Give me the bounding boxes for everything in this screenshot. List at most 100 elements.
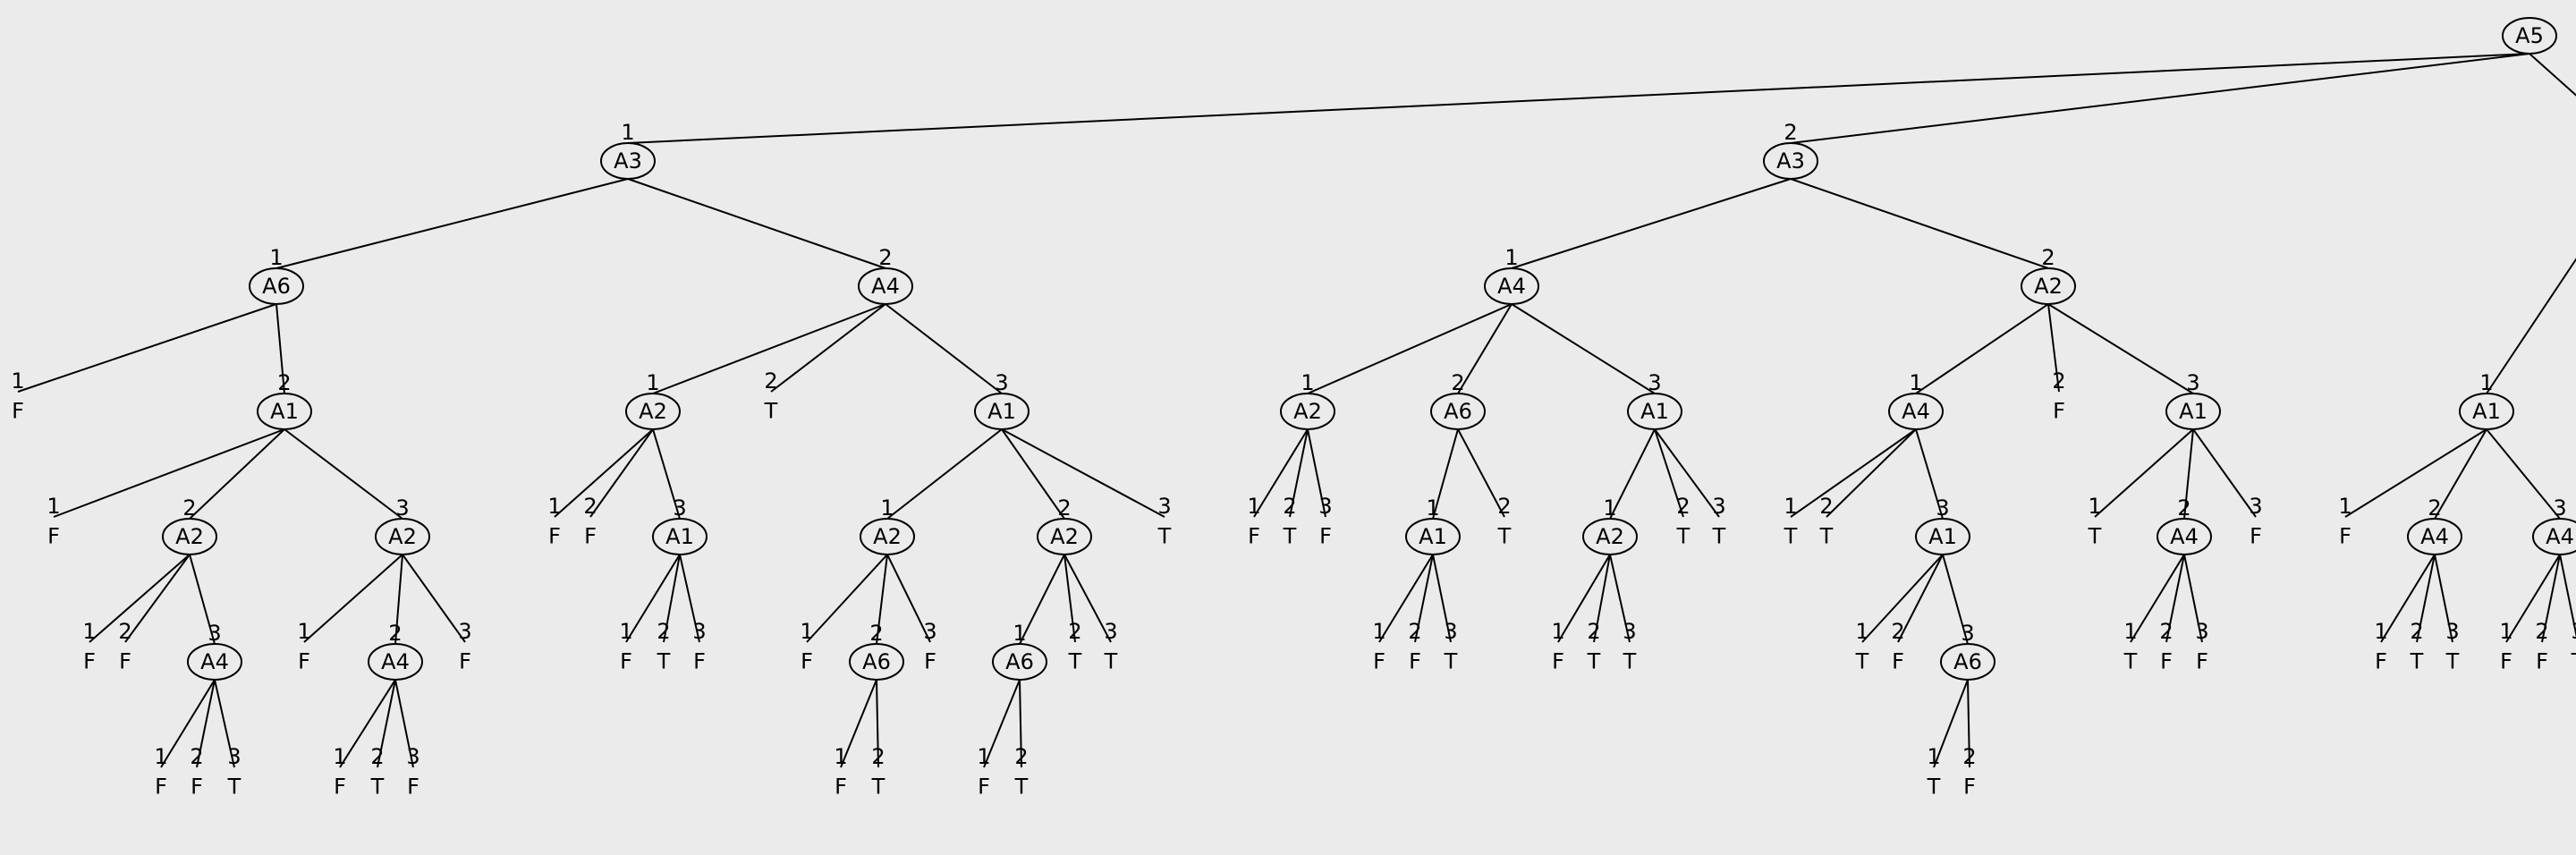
- tree-branch: [394, 679, 414, 768]
- tree-branch: [1289, 428, 1309, 518]
- leaf-label: F: [1963, 775, 1976, 800]
- branch-value-label: 2: [370, 744, 384, 769]
- leaf-label: T: [2123, 649, 2138, 674]
- leaf-label: F: [1892, 649, 1904, 674]
- leaf-label: T: [1927, 775, 1941, 800]
- leaf-label: F: [298, 649, 310, 674]
- attribute-node-label: A5: [2515, 23, 2544, 48]
- leaf-label: F: [2053, 399, 2065, 424]
- attribute-node-label: A1: [270, 399, 299, 424]
- leaf-label: F: [155, 775, 167, 800]
- attribute-node: [860, 518, 915, 555]
- attribute-node: [625, 393, 681, 430]
- tree-branch: [1511, 303, 1656, 394]
- tree-branch: [284, 428, 403, 520]
- leaf-label: F: [47, 524, 60, 549]
- tree-branch: [1307, 428, 1326, 518]
- tree-branch: [589, 428, 654, 518]
- leaf-label: F: [1373, 649, 1385, 674]
- attribute-node: [368, 643, 423, 681]
- leaf-label: T: [1068, 649, 1082, 674]
- leaf-label: T: [1587, 649, 1601, 674]
- tree-branch: [1001, 428, 1065, 520]
- tree-branch: [627, 178, 886, 269]
- branch-value-label: 3: [1104, 619, 1117, 644]
- tree-branch: [1414, 554, 1434, 643]
- attribute-node: [2021, 267, 2076, 305]
- leaf-label: F: [2339, 524, 2351, 549]
- branch-value-label: 2: [118, 619, 131, 644]
- branch-value-label: 1: [646, 370, 659, 395]
- tree-branch: [2434, 428, 2487, 520]
- leaf-label: T: [2571, 649, 2576, 674]
- attribute-node: [1888, 393, 1944, 430]
- branch-value-label: 3: [995, 370, 1008, 395]
- attribute-node: [849, 643, 904, 681]
- branch-value-label: 2: [871, 744, 885, 769]
- branch-value-label: 1: [11, 368, 24, 394]
- attribute-node: [1582, 518, 1638, 555]
- leaf-label: T: [1104, 649, 1118, 674]
- tree-branch: [402, 554, 466, 643]
- branch-value-label: 3: [2249, 494, 2262, 519]
- branch-value-label: 2: [1014, 744, 1028, 769]
- tree-branch: [1654, 428, 1684, 518]
- attribute-node-label: A4: [200, 649, 229, 674]
- attribute-node: [1405, 518, 1461, 555]
- attribute-node: [1940, 643, 1996, 681]
- tree-branch: [806, 554, 888, 643]
- tree-branch: [275, 178, 629, 269]
- leaf-label: F: [2250, 524, 2262, 549]
- attribute-node-label: A4: [381, 649, 410, 674]
- tree-branch: [1063, 554, 1076, 643]
- branch-value-label: 2: [2052, 368, 2065, 394]
- tree-branch: [1861, 554, 1944, 643]
- branch-value-label: 1: [2088, 494, 2101, 519]
- branch-value-label: 1: [977, 744, 990, 769]
- branch-value-label: 3: [2445, 619, 2459, 644]
- leaf-label: T: [1157, 524, 1172, 549]
- tree-branch: [196, 679, 216, 768]
- tree-branch: [17, 303, 277, 393]
- leaf-label: T: [370, 775, 385, 800]
- branch-value-label: 3: [1318, 494, 1332, 519]
- branch-value-label: 1: [1372, 619, 1385, 644]
- tree-branch: [2486, 258, 2576, 394]
- leaf-label: F: [548, 524, 561, 549]
- branch-value-label: 3: [2186, 370, 2199, 395]
- branch-value-label: 3: [395, 495, 409, 521]
- tree-branch: [1790, 178, 2049, 269]
- leaf-label: T: [871, 775, 886, 800]
- tree-branch: [1019, 554, 1065, 645]
- attribute-node: [1763, 142, 1818, 180]
- tree-branch: [2505, 554, 2561, 643]
- tree-branch: [1307, 303, 1513, 394]
- tree-branch: [1609, 554, 1631, 643]
- branch-value-label: 1: [1551, 619, 1564, 644]
- attribute-node: [1915, 518, 1970, 555]
- tree-branch: [2380, 554, 2436, 643]
- tree-branch: [1942, 554, 1969, 645]
- attribute-node-label: A4: [1902, 399, 1930, 424]
- branch-value-label: 1: [82, 619, 96, 644]
- tree-branch: [160, 679, 216, 768]
- branch-value-label: 2: [1784, 120, 1797, 145]
- attribute-node-label: A1: [987, 399, 1016, 424]
- attribute-node: [858, 267, 913, 305]
- branch-value-label: 2: [1408, 619, 1421, 644]
- branch-value-label: 1: [1426, 495, 1439, 521]
- leaf-label: F: [191, 775, 203, 800]
- branch-value-label: 1: [1784, 494, 1797, 519]
- tree-branch: [1457, 428, 1505, 518]
- attribute-node: [974, 393, 1030, 430]
- branch-value-label: 3: [1961, 621, 1974, 646]
- attribute-node-label: A6: [1005, 649, 1034, 674]
- leaf-label: T: [1676, 524, 1690, 549]
- attribute-node-label: A3: [1776, 148, 1805, 174]
- branch-value-label: 1: [1927, 744, 1940, 769]
- attribute-node-label: A2: [1050, 524, 1079, 549]
- branch-value-label: 2: [657, 619, 670, 644]
- tree-branch: [124, 554, 191, 643]
- leaf-label: T: [657, 649, 671, 674]
- branch-value-label: 1: [2123, 619, 2137, 644]
